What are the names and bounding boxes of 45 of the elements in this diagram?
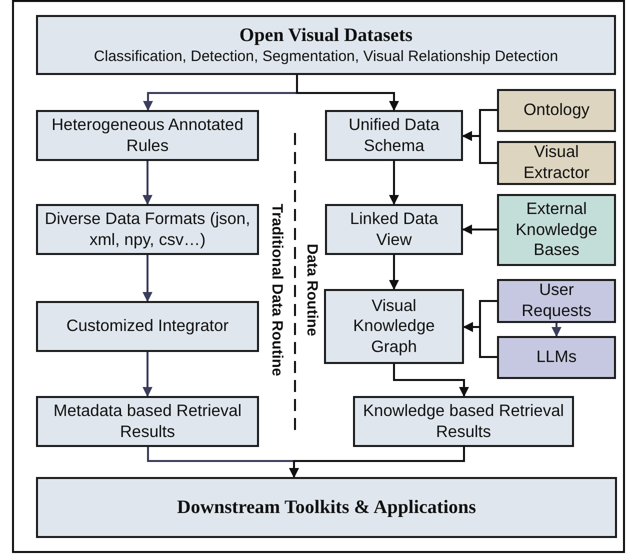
process-box	[497, 89, 616, 132]
process-box	[325, 204, 463, 255]
box-title: Open Visual Datasets	[239, 24, 413, 48]
arrow	[462, 224, 497, 234]
box-text: LLMs	[536, 347, 577, 368]
box-text: Heterogeneous Annotated Rules	[50, 114, 244, 156]
box-text: Unified Data Schema	[348, 114, 440, 156]
arrow	[463, 322, 497, 358]
box-text: Customized Integrator	[66, 316, 229, 337]
arrow	[389, 255, 399, 290]
box-text: Knowledge based Retrieval Results	[362, 400, 565, 442]
process-box	[36, 204, 259, 255]
arrow	[142, 352, 152, 397]
process-box	[36, 110, 259, 161]
process-box	[324, 289, 464, 364]
process-box	[36, 301, 259, 352]
process-box	[497, 336, 616, 379]
process-box	[497, 194, 616, 266]
box-text: Ontology	[523, 100, 590, 121]
box-text: Linked Data View	[348, 208, 440, 250]
process-box	[353, 396, 574, 447]
arrow	[389, 161, 399, 205]
arrow	[462, 131, 497, 164]
process-box	[36, 15, 616, 75]
box-text: Classification, Detection, Segmentation, Visual Relationship Detection	[94, 48, 558, 66]
box-text: Diverse Data Formats (json, xml, npy, csv…)	[44, 208, 251, 250]
process-box	[36, 477, 617, 538]
process-box	[325, 110, 463, 161]
box-text: User Requests	[520, 280, 592, 322]
box-title: Downstream Toolkits & Applications	[177, 496, 476, 520]
box-text: Metadata based Retrieval Results	[52, 400, 243, 442]
arrow	[296, 75, 399, 111]
routine-label: Data Routine	[304, 244, 320, 336]
routine-label: Traditional Data Routine	[268, 204, 286, 376]
box-text: External Knowledge Bases	[514, 199, 598, 261]
process-box	[36, 396, 259, 447]
box-text: Visual Knowledge Graph	[352, 296, 436, 358]
arrow	[289, 447, 465, 478]
process-box	[497, 141, 616, 185]
arrow	[552, 323, 562, 337]
process-box	[497, 279, 616, 323]
arrow	[393, 364, 469, 397]
box-text: Visual Extractor	[522, 142, 591, 184]
arrow	[142, 255, 152, 302]
arrow	[142, 161, 152, 205]
